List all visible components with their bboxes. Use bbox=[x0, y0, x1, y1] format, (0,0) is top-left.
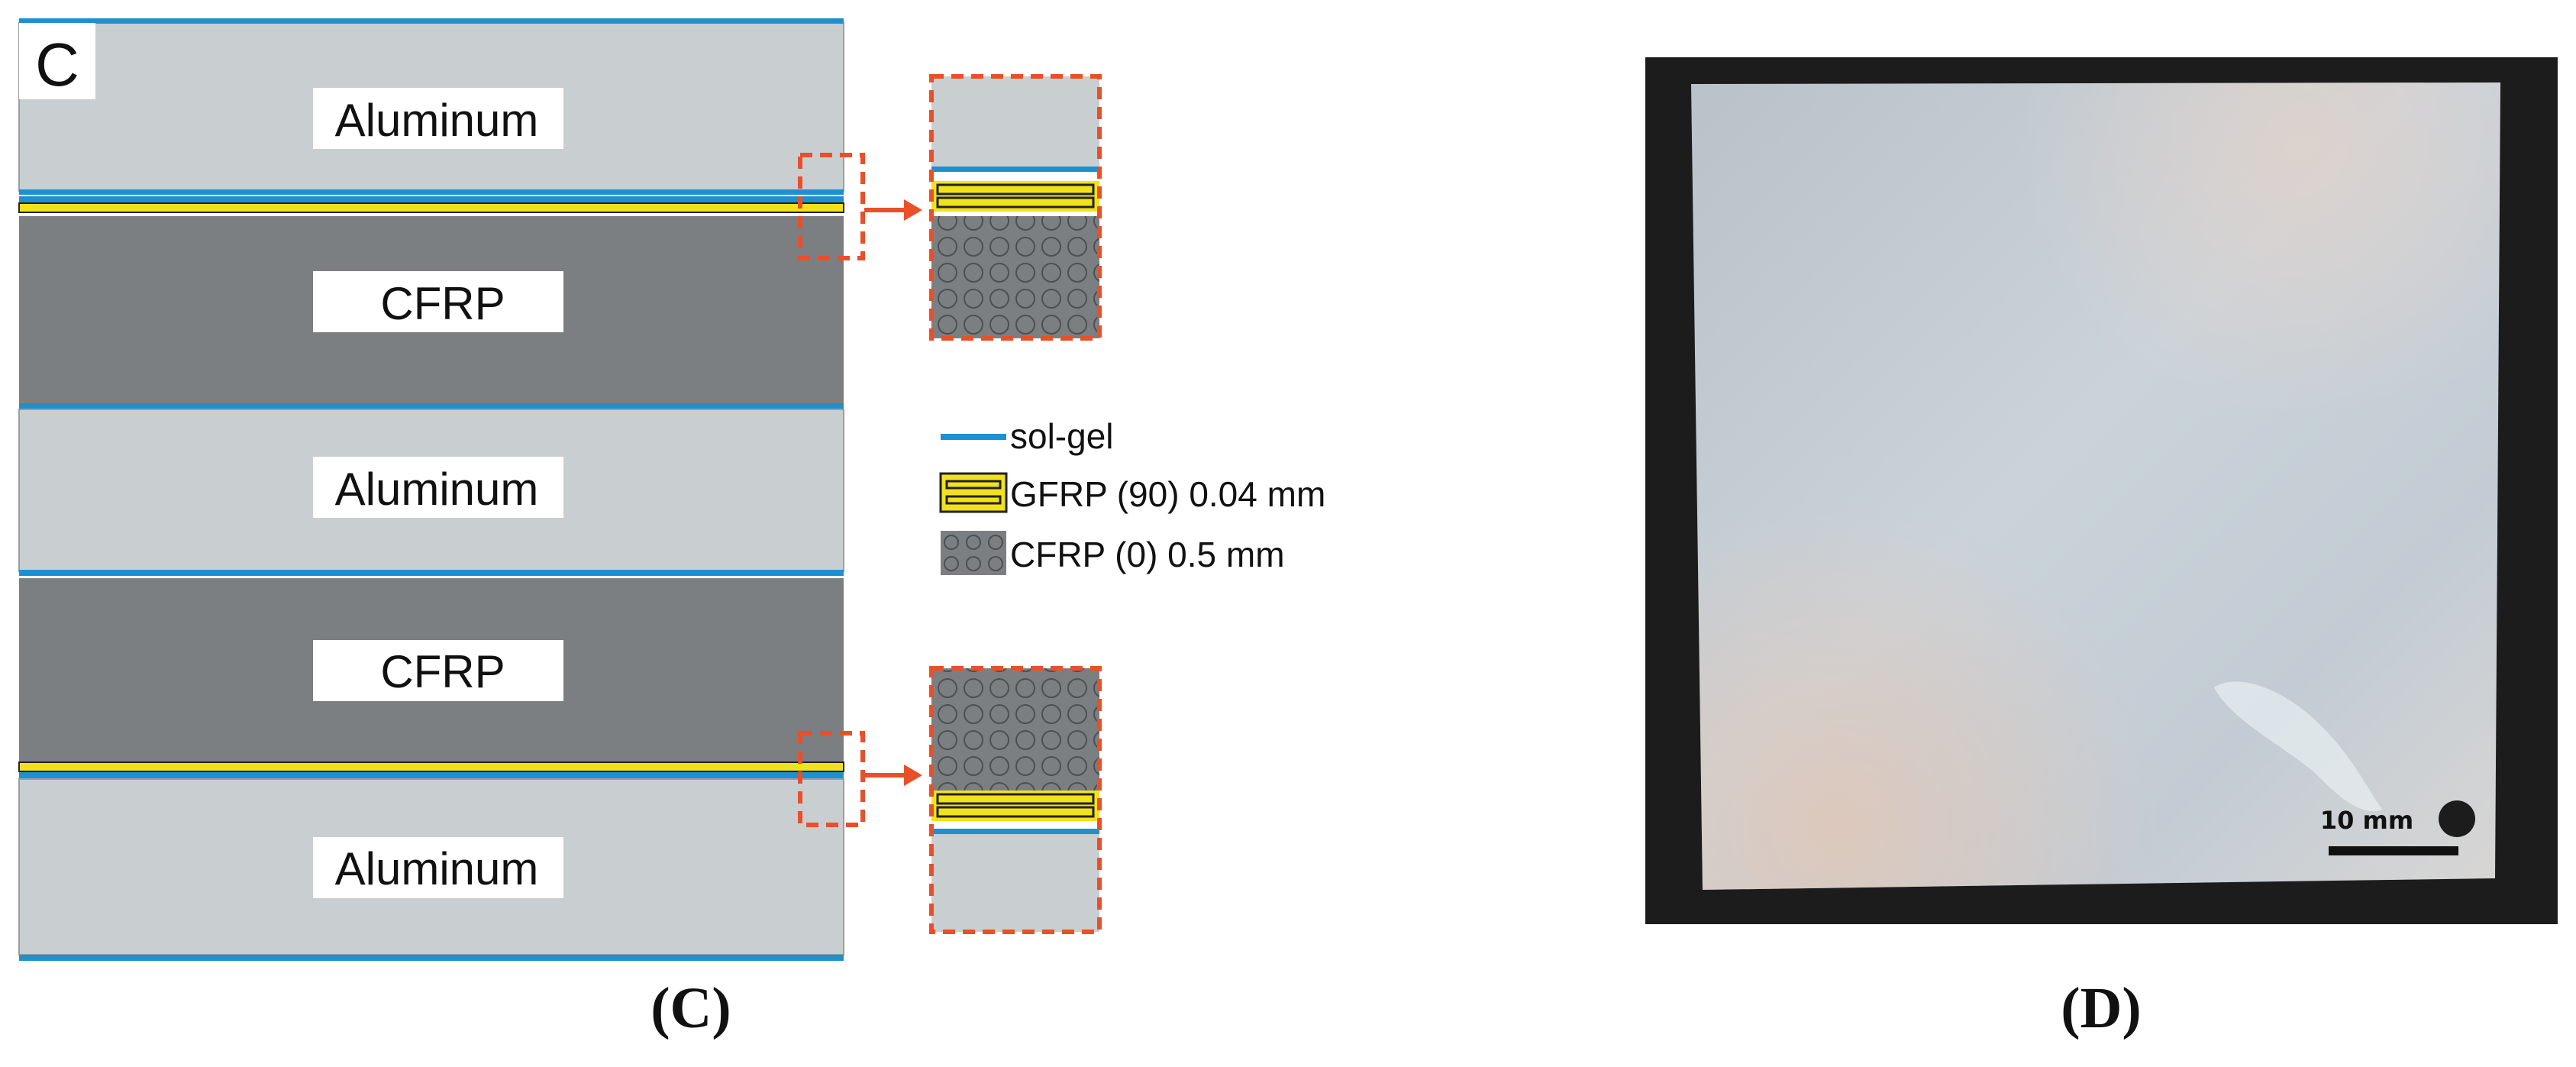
cfrp-label-box-1 bbox=[313, 271, 563, 332]
gfrp-layer bbox=[18, 761, 844, 772]
corner-letter-box bbox=[19, 23, 95, 99]
aluminum-label-box-3 bbox=[313, 837, 563, 898]
solgel-line bbox=[19, 403, 844, 409]
gfrp-layer bbox=[18, 202, 844, 213]
specimen-hole bbox=[2439, 800, 2475, 837]
callout-box-bottom bbox=[798, 731, 865, 827]
scale-bar-label: 10 mm bbox=[2320, 806, 2413, 835]
legend: sol-gel GFRP (90) 0.04 mm CFRP (0) 0.5 m… bbox=[939, 416, 1325, 575]
scale-bar bbox=[2329, 846, 2458, 855]
aluminum-label-3: Aluminum bbox=[335, 843, 539, 894]
corner-letter: C bbox=[35, 31, 79, 99]
solgel-line bbox=[19, 570, 844, 576]
solgel-line bbox=[19, 189, 844, 195]
solgel-line bbox=[19, 772, 844, 778]
solgel-line bbox=[19, 18, 844, 24]
aluminum-label-box-1 bbox=[313, 88, 563, 149]
solgel-line bbox=[19, 955, 844, 961]
solgel-line bbox=[19, 196, 844, 202]
surface-mark bbox=[2214, 681, 2382, 811]
legend-label-gfrp: GFRP (90) 0.04 mm bbox=[1010, 474, 1325, 514]
arrow-icon bbox=[864, 765, 922, 786]
specimen-photo: 10 mm bbox=[1645, 57, 2558, 924]
cfrp-label-1: CFRP bbox=[380, 278, 505, 329]
aluminum-label-1: Aluminum bbox=[335, 95, 539, 146]
callout-box-top bbox=[798, 153, 865, 260]
cfrp-label-box-2 bbox=[313, 640, 563, 701]
zoom-inset-top bbox=[929, 74, 1102, 341]
legend-label-cfrp: CFRP (0) 0.5 mm bbox=[1010, 535, 1285, 574]
arrow-icon bbox=[864, 199, 922, 221]
caption-d: (D) bbox=[2061, 976, 2142, 1040]
caption-c: (C) bbox=[650, 976, 731, 1040]
laminate-stack bbox=[18, 18, 844, 961]
aluminum-label-box-2 bbox=[313, 457, 563, 518]
aluminum-label-2: Aluminum bbox=[335, 464, 539, 515]
zoom-inset-bottom bbox=[929, 666, 1102, 934]
legend-swatch-cfrp bbox=[941, 531, 1006, 575]
legend-swatch-gfrp bbox=[939, 472, 1008, 513]
cfrp-label-2: CFRP bbox=[380, 646, 505, 697]
legend-label-solgel: sol-gel bbox=[1010, 416, 1114, 456]
